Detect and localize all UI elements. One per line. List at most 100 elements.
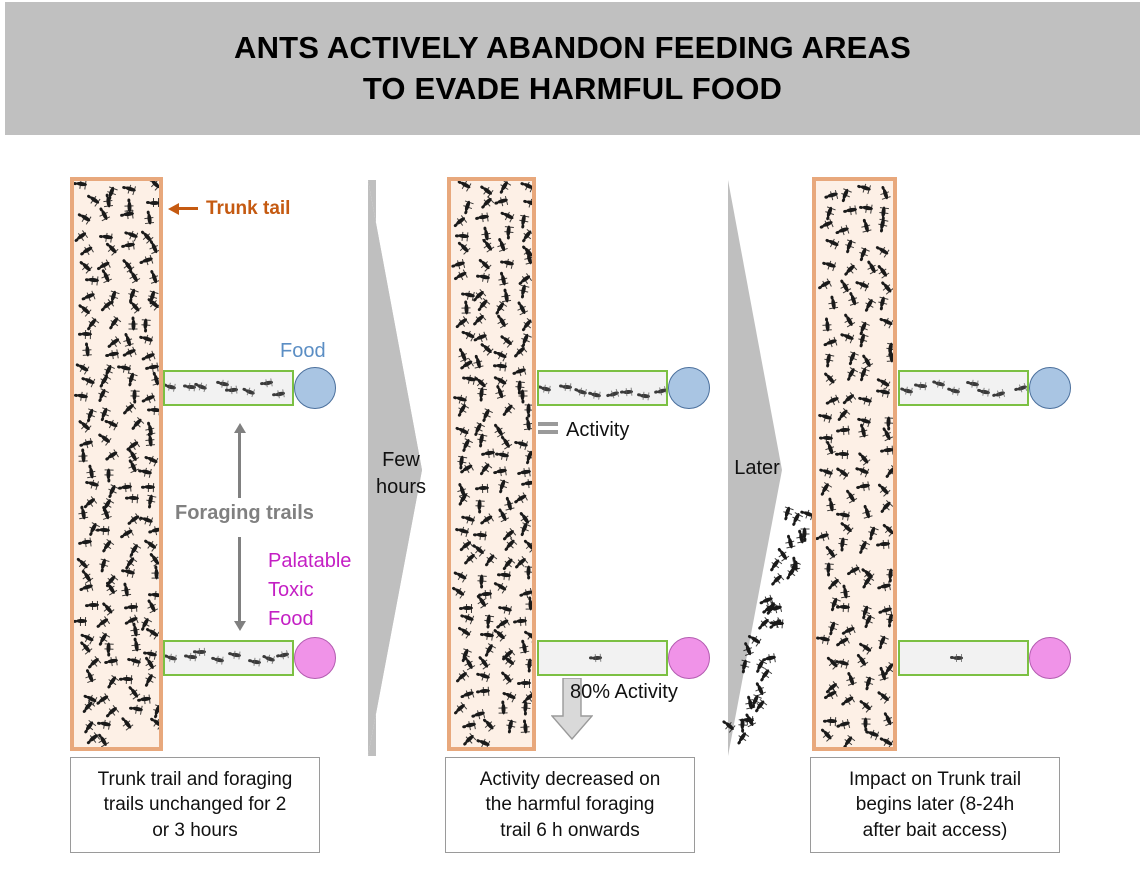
ant-icon — [968, 381, 979, 387]
separator-1-chevron — [362, 180, 430, 756]
ant-icon — [879, 296, 886, 309]
ant-icon — [857, 655, 867, 667]
ant-icon — [841, 522, 853, 533]
ant-icon — [950, 387, 961, 394]
ant-icon — [859, 366, 868, 379]
panel-1-bottom-foraging-trail — [163, 640, 294, 676]
panel-1-palatable-food-source — [294, 367, 336, 409]
ant-icon — [864, 614, 873, 627]
ant-icon — [879, 218, 887, 230]
panel-2-bottom-foraging-trail — [537, 640, 668, 676]
ant-icon — [820, 413, 833, 421]
ant-icon — [760, 668, 770, 680]
title-line-1: ANTS ACTIVELY ABANDON FEEDING AREAS — [233, 29, 911, 65]
ant-icon — [724, 721, 735, 732]
panel-2-toxic-food-source — [668, 637, 710, 679]
ant-icon — [824, 320, 830, 333]
ant-icon — [881, 317, 893, 326]
ant-icon — [783, 506, 792, 519]
ant-icon — [741, 658, 749, 671]
ant-icon — [888, 351, 893, 363]
ant-icon — [145, 198, 159, 208]
separator-1-label: Few hours — [375, 449, 427, 498]
panel-3-trunk-trail — [812, 177, 897, 751]
ant-icon — [826, 191, 839, 199]
ant-icon — [838, 511, 851, 518]
ant-icon — [886, 416, 892, 428]
ant-icon — [878, 692, 890, 703]
ant-icon — [744, 644, 752, 657]
ant-icon — [838, 408, 849, 420]
ant-icon — [837, 226, 849, 234]
ant-icon — [864, 507, 872, 520]
ant-icon — [824, 260, 837, 269]
ant-icon — [865, 676, 873, 688]
ant-icon — [859, 540, 869, 552]
ant-icon — [883, 524, 893, 535]
ant-icon — [887, 568, 893, 580]
activity-decrease-arrow-icon — [551, 678, 593, 740]
ant-icon — [867, 262, 877, 275]
ant-icon — [841, 188, 850, 200]
ant-icon — [819, 636, 831, 643]
ant-icon — [846, 367, 856, 380]
ant-icon — [819, 279, 831, 289]
ant-icon — [837, 659, 850, 667]
ant-icon — [825, 206, 834, 219]
ant-icon — [863, 717, 868, 729]
ant-icon — [820, 482, 830, 494]
ant-icon — [883, 429, 892, 441]
ant-icon — [821, 467, 833, 476]
foraging-trails-label: Foraging trails — [175, 502, 314, 524]
panel-3-top-foraging-trail — [898, 370, 1029, 406]
ant-icon — [749, 635, 762, 645]
ant-icon — [825, 562, 831, 575]
panel-3-bottom-foraging-trail — [898, 640, 1029, 676]
ant-icon — [882, 187, 890, 200]
ant-icon — [879, 484, 890, 496]
ant-icon — [839, 427, 851, 433]
panel-2-caption: Activity decreased on the harmful foragi… — [445, 757, 695, 853]
ant-icon — [817, 532, 830, 540]
figure-title-bar: ANTS ACTIVELY ABANDON FEEDING AREAS TO E… — [5, 2, 1140, 135]
ant-icon — [868, 526, 876, 539]
panel-2-trunk-trail — [447, 177, 536, 751]
ant-icon — [791, 512, 801, 525]
ant-icon — [884, 661, 893, 674]
panel-1-down-arrow — [233, 537, 246, 631]
ant-icon — [844, 263, 856, 275]
ant-icon — [881, 737, 893, 747]
ant-icon — [887, 612, 893, 625]
panel-2-top-activity-label: Activity — [566, 419, 630, 441]
ant-icon — [880, 500, 892, 511]
ant-icon — [878, 388, 891, 396]
ant-icon — [826, 443, 834, 456]
panel-1-food-label: Food — [280, 340, 326, 362]
trunk-tail-label: Trunk tail — [206, 198, 291, 219]
panel-1-top-foraging-trail — [163, 370, 294, 406]
panel-1-toxic-food-source — [294, 637, 336, 679]
ant-icon — [849, 293, 857, 306]
ant-icon — [825, 338, 838, 346]
ant-icon — [841, 281, 851, 293]
ant-icon — [842, 587, 849, 599]
ant-icon — [953, 656, 964, 660]
ant-icon — [877, 246, 889, 256]
panel-3-palatable-food-source — [1029, 367, 1071, 409]
ant-icon — [827, 546, 837, 559]
ant-icon — [847, 673, 856, 686]
ant-icon — [861, 642, 873, 653]
ant-icon — [1017, 384, 1027, 391]
ant-icon — [770, 558, 781, 570]
panel-2-bottom-activity-label: 80% Activity — [570, 681, 678, 703]
ant-icon — [845, 315, 854, 328]
ant-icon — [878, 541, 890, 547]
ant-icon — [883, 447, 893, 453]
ant-icon — [845, 207, 857, 213]
ant-icon — [858, 483, 871, 490]
ant-icon — [843, 735, 854, 747]
ant-icon — [934, 380, 946, 387]
ant-icon — [828, 499, 835, 512]
ant-icon — [862, 574, 872, 587]
